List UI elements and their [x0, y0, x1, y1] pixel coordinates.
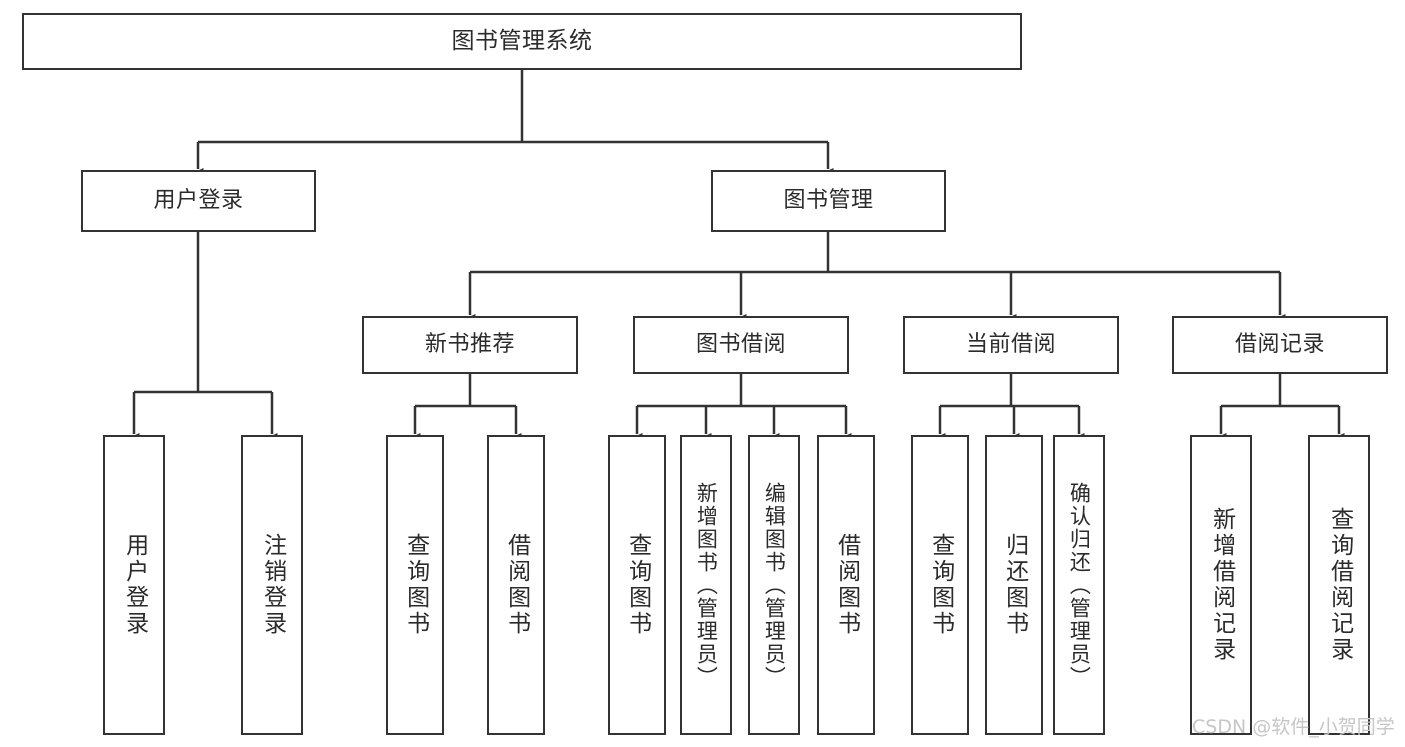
node-label: 借阅图书 — [833, 533, 860, 637]
level2-node[interactable]: 新书推荐 — [362, 316, 578, 374]
node-label: 借阅记录 — [1234, 332, 1325, 358]
node-label: 借阅图书 — [503, 533, 530, 637]
leaf-node[interactable]: 查询图书 — [608, 435, 666, 735]
node-label: 确认归还（管理员） — [1067, 481, 1092, 689]
node-label: 归还图书 — [1001, 533, 1028, 637]
leaf-node[interactable]: 借阅图书 — [487, 435, 545, 735]
level1-node[interactable]: 图书管理 — [711, 170, 946, 232]
node-label: 用户登录 — [121, 533, 148, 637]
root-node[interactable]: 图书管理系统 — [22, 13, 1022, 70]
node-label: 图书管理 — [783, 188, 874, 214]
leaf-node[interactable]: 新增图书（管理员） — [680, 435, 732, 735]
node-label: 用户登录 — [153, 188, 244, 214]
leaf-node[interactable]: 新增借阅记录 — [1190, 435, 1252, 735]
node-label: 查询借阅记录 — [1326, 507, 1353, 663]
node-label: 新书推荐 — [424, 332, 515, 358]
node-label: 新增借阅记录 — [1208, 507, 1235, 663]
leaf-node[interactable]: 查询图书 — [911, 435, 969, 735]
leaf-node[interactable]: 注销登录 — [241, 435, 303, 735]
leaf-node[interactable]: 归还图书 — [985, 435, 1043, 735]
leaf-node[interactable]: 编辑图书（管理员） — [748, 435, 800, 735]
watermark-label: CSDN @软件_小贺同学 — [1192, 716, 1395, 738]
node-label: 注销登录 — [259, 533, 286, 637]
leaf-node[interactable]: 借阅图书 — [817, 435, 875, 735]
leaf-node[interactable]: 查询借阅记录 — [1308, 435, 1370, 735]
node-label: 当前借阅 — [965, 332, 1056, 358]
node-label: 图书借阅 — [695, 332, 786, 358]
node-label: 编辑图书（管理员） — [762, 481, 787, 689]
node-label: 图书管理系统 — [451, 27, 593, 54]
node-label: 查询图书 — [624, 533, 651, 637]
level2-node[interactable]: 借阅记录 — [1172, 316, 1388, 374]
level2-node[interactable]: 当前借阅 — [903, 316, 1119, 374]
leaf-node[interactable]: 查询图书 — [386, 435, 444, 735]
leaf-node[interactable]: 用户登录 — [103, 435, 165, 735]
level2-node[interactable]: 图书借阅 — [633, 316, 849, 374]
node-label: 查询图书 — [402, 533, 429, 637]
level1-node[interactable]: 用户登录 — [81, 170, 316, 232]
node-label: 查询图书 — [927, 533, 954, 637]
node-label: 新增图书（管理员） — [694, 481, 719, 689]
leaf-node[interactable]: 确认归还（管理员） — [1053, 435, 1105, 735]
